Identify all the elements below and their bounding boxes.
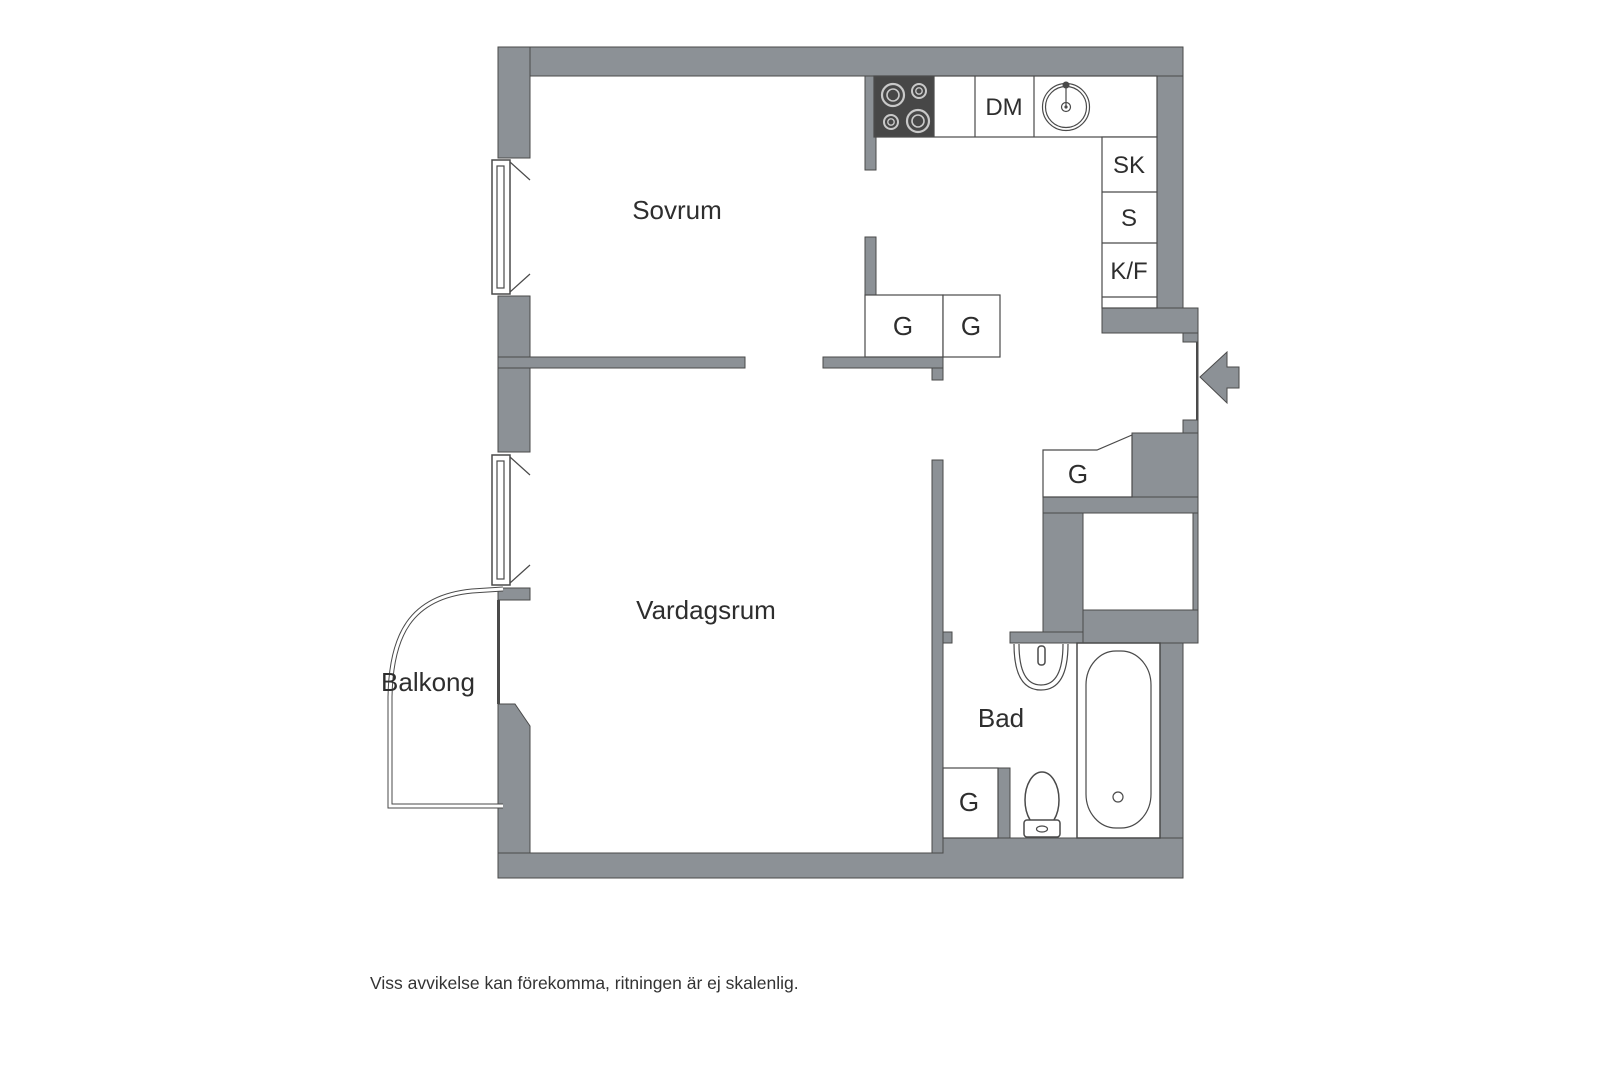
wardrobe-kitchen-1	[864, 294, 944, 358]
window-reveal-bottom	[509, 273, 531, 293]
wardrobe-label: G	[1068, 459, 1088, 489]
balcony-door-line	[497, 600, 500, 704]
wardrobes: G G G G	[864, 294, 1133, 839]
livingroom-label: Vardagsrum	[636, 595, 776, 625]
wall-bathroom-top	[1009, 631, 1084, 644]
bedroom-label: Sovrum	[632, 195, 722, 225]
entry-arrow-icon	[1199, 350, 1240, 405]
wardrobe-label: G	[959, 787, 979, 817]
window-reveal-bottom	[509, 564, 531, 584]
wall-wardrobe-toilet-divider	[997, 767, 1011, 839]
wardrobe-kitchen-2	[942, 294, 1001, 358]
wall-left-lower	[497, 703, 531, 857]
balcony-outline	[387, 586, 504, 809]
wall-hall-bathroom-left	[1042, 512, 1084, 633]
wall-right-upper	[1156, 75, 1184, 309]
wardrobe-label: G	[893, 311, 913, 341]
wardrobe-label: G	[961, 311, 981, 341]
bathroom-label: Bad	[978, 703, 1024, 733]
cabinet-sk-label: SK	[1113, 152, 1145, 179]
window-pane	[496, 460, 505, 580]
wall-bathroom-right	[1159, 642, 1184, 839]
wall-bedroom-living-divider-right	[822, 356, 944, 369]
wall-bottom	[497, 837, 1184, 879]
wall-niche-right	[1192, 512, 1199, 611]
wall-divider-hook	[931, 367, 944, 381]
fridge-freezer-label: K/F	[1110, 258, 1147, 285]
washbasin-icon	[1013, 643, 1069, 691]
bathtub-icon	[1076, 642, 1161, 839]
balcony-label: Balkong	[381, 667, 475, 697]
wall-left-middle	[497, 295, 531, 453]
kitchen-counter: DM SK S K/F	[873, 75, 1158, 309]
walls	[497, 46, 1199, 879]
bedroom-window	[491, 159, 531, 295]
window-icon	[491, 454, 511, 586]
wardrobe-hall	[1042, 434, 1133, 498]
entry-door-line	[1196, 342, 1199, 420]
window-pane	[496, 165, 505, 289]
livingroom-window	[491, 454, 531, 586]
wall-bedroom-right-stub	[864, 236, 877, 296]
wall-livingroom-hall	[931, 459, 944, 854]
wall-hall-block-row	[1042, 496, 1199, 514]
window-icon	[491, 159, 511, 295]
wall-top	[497, 46, 1184, 77]
wall-left-upper	[497, 46, 531, 159]
cabinet-s-label: S	[1121, 205, 1137, 232]
toilet-icon	[1023, 771, 1061, 838]
kitchen-sink-icon	[1041, 81, 1091, 132]
window-reveal-top	[509, 456, 531, 476]
tall-cabinet-column	[1101, 136, 1158, 309]
wall-entry-top	[1101, 307, 1199, 334]
wall-bedroom-living-divider-left	[497, 356, 746, 369]
wall-niche-bottom-block	[1082, 609, 1199, 644]
wardrobe-livingroom	[942, 767, 999, 839]
wall-entry-jamb-bottom	[1182, 419, 1199, 434]
bathroom-fixtures	[1013, 642, 1161, 839]
stove-icon	[874, 76, 934, 137]
wall-entry-jamb-top	[1182, 332, 1199, 343]
dishwasher-label: DM	[985, 94, 1022, 121]
window-reveal-top	[509, 161, 531, 181]
disclaimer-text: Viss avvikelse kan förekomma, ritningen …	[370, 973, 799, 993]
wall-left-stub	[497, 587, 531, 601]
